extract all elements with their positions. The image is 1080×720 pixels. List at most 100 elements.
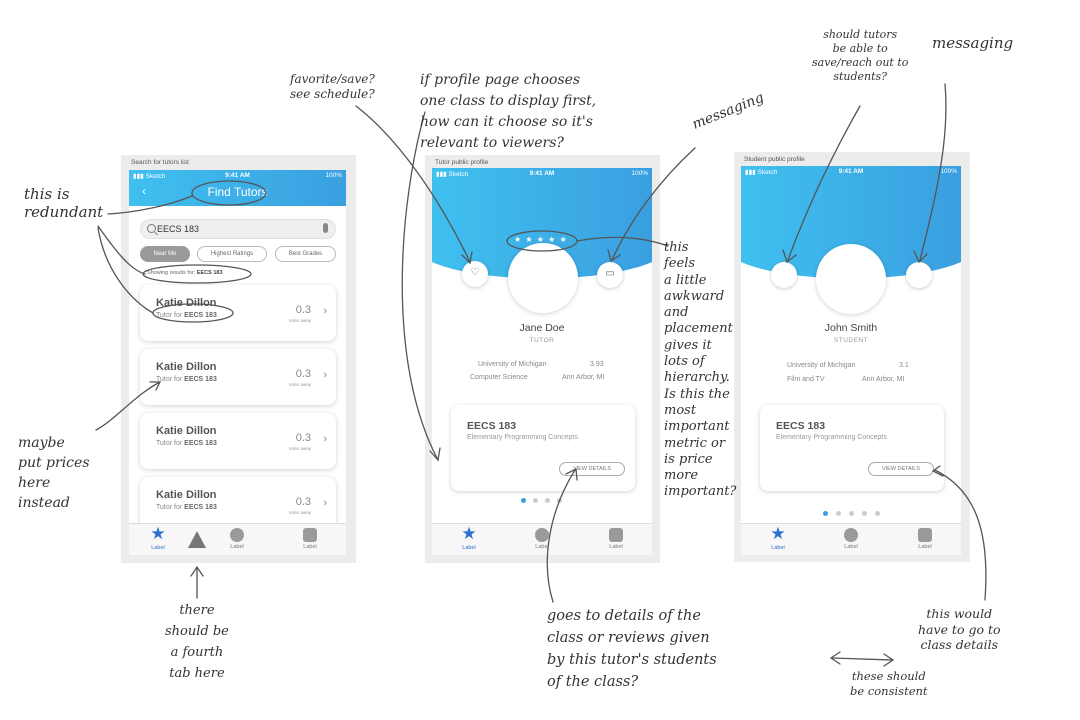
course-prefix: Tutor for (156, 504, 183, 511)
tab-label: Label (918, 544, 932, 550)
class-name: Elementary Programming Concepts (776, 434, 887, 441)
note-redundant: this is redundant (24, 185, 104, 221)
square-icon (303, 528, 317, 542)
rating-stars: ★ ★ ★ ★ ★ (514, 235, 568, 244)
page-title: Find Tutors (207, 185, 268, 199)
save-button[interactable] (771, 262, 797, 288)
tab-label: Label (609, 544, 623, 550)
circle-mark-title (191, 180, 267, 206)
page-dot[interactable] (521, 498, 526, 503)
page-dot[interactable] (545, 498, 550, 503)
note-consistent: these should be consistent (850, 669, 928, 698)
page-dot[interactable] (862, 511, 867, 516)
profile-major: Computer Science (470, 374, 528, 381)
note-should-tutors: should tutors be able to save/reach out … (812, 28, 909, 83)
tutor-card[interactable]: Katie Dillon Tutor for EECS 183 0.3 mile… (140, 285, 336, 341)
page-dot[interactable] (849, 511, 854, 516)
search-artboard-label: Search for tutors list (131, 159, 189, 166)
tab-label: Label (303, 544, 317, 550)
view-details-button[interactable]: VIEW DETAILS (559, 462, 625, 476)
tab-1[interactable]: ★Label (138, 524, 178, 552)
course-code: EECS 183 (184, 504, 217, 511)
tab-2[interactable]: Label (522, 524, 562, 550)
chip-near-me[interactable]: Near Me (140, 246, 190, 262)
carrier-label: Sketch (757, 169, 778, 176)
distance-unit: miles away (288, 382, 311, 387)
signal-indicator: ▮▮▮ Sketch (436, 171, 469, 178)
arrow-consistent (831, 657, 893, 661)
status-bar: ▮▮▮ Sketch 9:41 AM 100% (741, 166, 961, 177)
message-button[interactable] (906, 262, 932, 288)
course-prefix: Tutor for (156, 440, 183, 447)
tab-1[interactable]: ★Label (449, 524, 489, 552)
status-time: 9:41 AM (529, 170, 555, 177)
circle-mark-course (152, 303, 234, 323)
page-dot[interactable] (875, 511, 880, 516)
tab-2[interactable]: Label (217, 524, 257, 550)
tab-bar: ★Label Label Label (129, 523, 346, 555)
note-goes-to: goes to details of the class or reviews … (547, 608, 717, 690)
note-awkward: this feels a little awkward and placemen… (664, 240, 737, 500)
circle-icon (535, 528, 549, 542)
tab-3[interactable]: Label (905, 524, 945, 550)
tutor-course: Tutor for EECS 183 (156, 376, 217, 383)
tutor-course: Tutor for EECS 183 (156, 504, 217, 511)
circle-mark-results (142, 264, 252, 284)
class-code: EECS 183 (467, 420, 517, 432)
tab-label: Label (535, 544, 549, 550)
arrow-messaging-student (919, 83, 947, 261)
tutor-card[interactable]: Katie Dillon Tutor for EECS 183 0.3 mile… (140, 413, 336, 469)
distance-value: 0.3 (295, 432, 311, 444)
battery-indicator: 100% (631, 170, 648, 177)
header-background (129, 170, 346, 206)
microphone-icon[interactable] (323, 223, 328, 233)
search-input[interactable]: EECS 183 (140, 219, 336, 239)
battery-indicator: 100% (325, 172, 342, 179)
tutor-card[interactable]: Katie Dillon Tutor for EECS 183 0.3 mile… (140, 349, 336, 405)
tab-label: Label (771, 545, 785, 551)
carrier-label: Sketch (145, 173, 166, 180)
status-bar: ▮▮▮ Sketch 9:41 AM 100% (129, 170, 346, 181)
note-profile-page: if profile page chooses one class to dis… (420, 72, 597, 151)
arrow-redundant-3 (97, 227, 154, 314)
arrow-should-tutors (787, 105, 861, 261)
distance-unit: miles away (288, 446, 311, 451)
view-details-button[interactable]: VIEW DETAILS (868, 462, 934, 476)
course-code: EECS 183 (184, 312, 217, 319)
arrow-profile-page (401, 111, 439, 461)
note-class-details: this would have to go to class details (918, 606, 1001, 652)
square-icon (918, 528, 932, 542)
arrow-class-details (934, 469, 987, 601)
distance-value: 0.3 (295, 368, 311, 380)
favorite-button[interactable]: ♡ (462, 261, 488, 287)
back-chevron-icon[interactable]: ‹ (142, 184, 146, 198)
circle-icon (844, 528, 858, 542)
distance-unit: miles away (288, 318, 311, 323)
tab-label: Label (151, 545, 165, 551)
tutor-course: Tutor for EECS 183 (156, 312, 217, 319)
tab-1[interactable]: ★Label (758, 524, 798, 552)
tab-3[interactable]: Label (596, 524, 636, 550)
page-dot[interactable] (823, 511, 828, 516)
tab-3[interactable]: Label (290, 524, 330, 550)
tutor-card[interactable]: Katie Dillon Tutor for EECS 183 0.3 mile… (140, 477, 336, 525)
note-messaging-student: messaging (932, 34, 1014, 52)
chip-best-grades[interactable]: Best Grades (275, 246, 336, 262)
course-code: EECS 183 (184, 440, 217, 447)
profile-school: University of Michigan (787, 362, 856, 369)
tutor-name: Katie Dillon (156, 425, 217, 437)
page-dot[interactable] (533, 498, 538, 503)
profile-gpa: 3.93 (590, 361, 604, 368)
profile-school: University of Michigan (478, 361, 547, 368)
page-dot[interactable] (836, 511, 841, 516)
tutor-course: Tutor for EECS 183 (156, 440, 217, 447)
profile-role: TUTOR (529, 337, 555, 344)
message-button[interactable]: ▭ (597, 262, 623, 288)
profile-major: Film and TV (787, 376, 825, 383)
arrow-goes-to (546, 469, 576, 603)
profile-location: Ann Arbor, MI (862, 376, 905, 383)
tab-2[interactable]: Label (831, 524, 871, 550)
chip-highest-ratings[interactable]: Highest Ratings (197, 246, 267, 262)
search-value: EECS 183 (157, 224, 200, 234)
signal-indicator: ▮▮▮ Sketch (745, 169, 778, 176)
